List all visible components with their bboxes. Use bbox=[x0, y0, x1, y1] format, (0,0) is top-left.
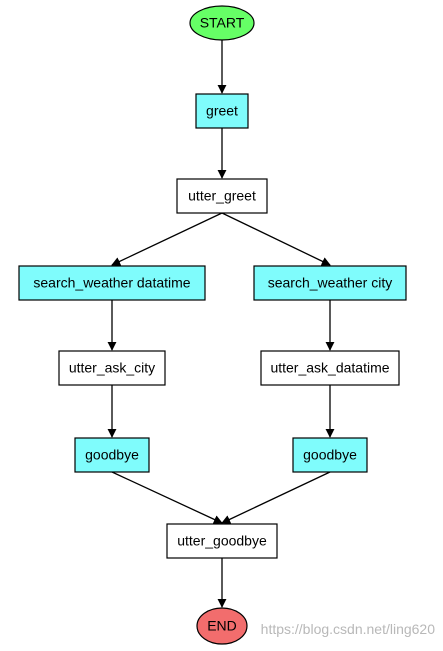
edge-utter-greet-to-search-weather-datatime bbox=[111, 212, 223, 266]
node-search-weather-city: search_weather city bbox=[253, 265, 407, 301]
node-utter-ask-city: utter_ask_city bbox=[58, 350, 166, 386]
node-start-label: START bbox=[200, 15, 245, 31]
node-utter-ask-datatime: utter_ask_datatime bbox=[260, 350, 400, 386]
node-greet: greet bbox=[195, 93, 249, 129]
node-utter-greet-shape bbox=[176, 178, 268, 214]
edge-goodbye-right-to-utter-goodbye bbox=[221, 471, 331, 524]
node-search-weather-datatime: search_weather datatime bbox=[18, 265, 206, 301]
node-end-label: END bbox=[207, 618, 237, 634]
node-utter-goodbye: utter_goodbye bbox=[166, 523, 278, 559]
node-goodbye-left: goodbye bbox=[74, 437, 150, 473]
node-end-shape bbox=[196, 607, 248, 645]
node-goodbye-right-label: goodbye bbox=[303, 447, 357, 463]
node-goodbye-right: goodbye bbox=[292, 437, 368, 473]
node-greet-label: greet bbox=[206, 103, 238, 119]
node-utter-ask-city-shape bbox=[58, 350, 166, 386]
node-utter-greet: utter_greet bbox=[176, 178, 268, 214]
node-search-weather-datatime-shape bbox=[18, 265, 206, 301]
node-utter-ask-datatime-shape bbox=[260, 350, 400, 386]
edge-goodbye-left-to-utter-goodbye bbox=[111, 471, 223, 524]
node-search-weather-city-label: search_weather city bbox=[268, 275, 393, 291]
node-goodbye-right-shape bbox=[292, 437, 368, 473]
node-goodbye-left-label: goodbye bbox=[85, 447, 139, 463]
node-utter-ask-datatime-label: utter_ask_datatime bbox=[270, 360, 389, 376]
node-search-weather-datatime-label: search_weather datatime bbox=[33, 275, 190, 291]
edge-utter-greet-to-search-weather-city bbox=[221, 212, 331, 266]
node-greet-shape bbox=[195, 93, 249, 129]
node-start-shape bbox=[189, 5, 255, 41]
node-end: END bbox=[196, 607, 248, 645]
watermark-text: https://blog.csdn.net/ling620 bbox=[260, 621, 435, 637]
node-search-weather-city-shape bbox=[253, 265, 407, 301]
node-utter-goodbye-shape bbox=[166, 523, 278, 559]
node-start: START bbox=[189, 5, 255, 41]
nodes-layer: START greet utter_greet search_weather data… bbox=[18, 5, 407, 645]
node-goodbye-left-shape bbox=[74, 437, 150, 473]
edges-layer bbox=[107, 40, 335, 608]
node-utter-ask-city-label: utter_ask_city bbox=[69, 360, 155, 376]
node-utter-goodbye-label: utter_goodbye bbox=[177, 533, 267, 549]
node-utter-greet-label: utter_greet bbox=[188, 188, 256, 204]
